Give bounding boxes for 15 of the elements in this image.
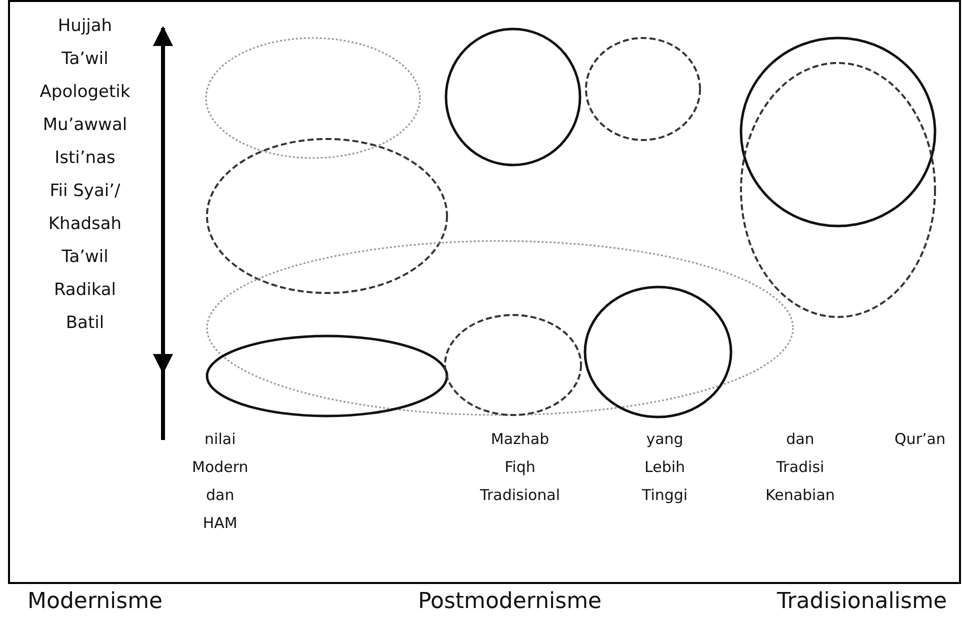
category-label: nilai Modern dan HAM bbox=[192, 429, 248, 534]
group-label: Tradisionalisme bbox=[777, 588, 947, 616]
group-label: Modernisme bbox=[28, 588, 163, 616]
axis-label: Ta’wil Radikal bbox=[52, 246, 118, 302]
category-label: Qur’an bbox=[894, 429, 946, 450]
axis-label: Batil bbox=[64, 312, 106, 335]
axis-label: Fii Syai’/ Khadsah bbox=[47, 180, 123, 236]
axis-label: Hujjah bbox=[56, 15, 114, 38]
axis-label: Mu’awwal bbox=[42, 114, 128, 137]
axis-label: Ta’wil Apologetik bbox=[38, 48, 132, 104]
category-label: yang Lebih Tinggi bbox=[642, 429, 688, 506]
category-label: dan Tradisi Kenabian bbox=[766, 429, 835, 506]
group-label: Postmodernisme bbox=[418, 588, 602, 616]
category-label: Mazhab Fiqh Tradisional bbox=[480, 429, 560, 506]
axis-label: Isti’nas bbox=[54, 147, 116, 170]
